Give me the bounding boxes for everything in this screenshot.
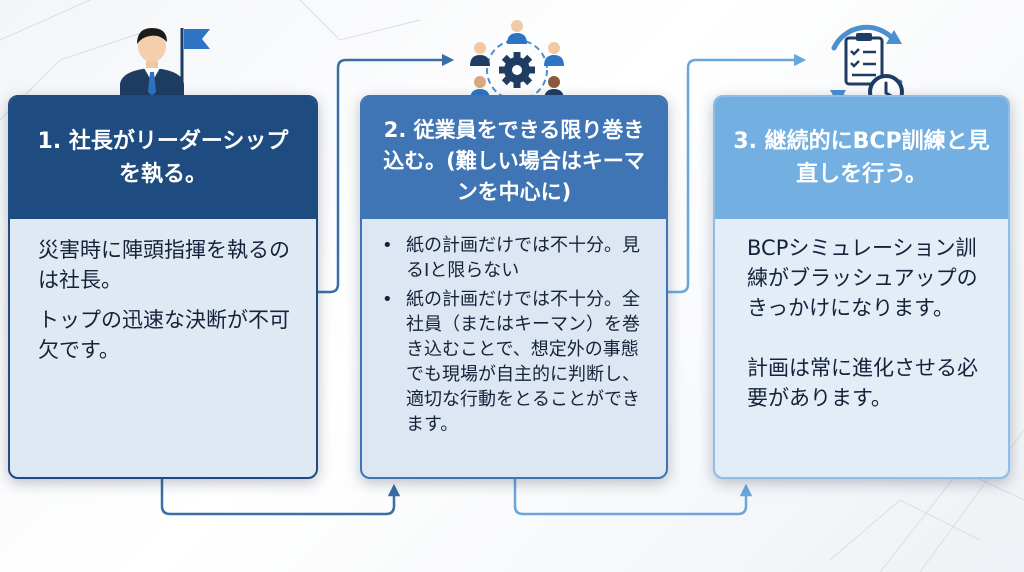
connector-2-top [668,53,807,294]
step-2-body: 紙の計画だけでは不十分。見るIと限らない 紙の計画だけでは不十分。全社員（または… [362,219,666,477]
connector-1-top [318,53,455,294]
step-2-title: 2. 従業員をできる限り巻き込む。(難しい場合はキーマンを中心に) [362,97,666,219]
step-1-title: 1. 社長がリーダーシップを執る。 [10,97,316,219]
step-1-paragraph-2: トップの迅速な決断が不可欠です。 [38,308,290,362]
ceo-with-flag-icon [120,28,210,98]
step-3-title: 3. 継続的にBCP訓練と見直しを行う。 [715,97,1008,219]
step-2-bullet-list: 紙の計画だけでは不十分。見るIと限らない 紙の計画だけでは不十分。全社員（または… [376,233,652,437]
step-card-1: 1. 社長がリーダーシップを執る。 災害時に陣頭指揮を執るのは社長。 トップの迅… [8,95,318,479]
step-3-paragraph-2: 計画は常に進化させる必要があります。 [747,356,978,410]
step-card-3: 3. 継続的にBCP訓練と見直しを行う。 BCPシミュレーション訓練がブラッシュ… [713,95,1010,479]
step-3-paragraph-1: BCPシミュレーション訓練がブラッシュアップのきっかけになります。 [747,236,978,320]
step-card-2: 2. 従業員をできる限り巻き込む。(難しい場合はキーマンを中心に) 紙の計画だけ… [360,95,668,479]
team-gear-icon [470,20,564,100]
step-2-bullet-2: 紙の計画だけでは不十分。全社員（またはキーマン）を巻き込むことで、想定外の事態で… [376,287,652,437]
connector-2-bottom [513,479,753,516]
step-3-body: BCPシミュレーション訓練がブラッシュアップのきっかけになります。 計画は常に進… [715,219,1008,477]
step-1-paragraph-1: 災害時に陣頭指揮を執るのは社長。 [38,238,290,292]
connector-1-bottom [160,479,401,516]
step-1-body: 災害時に陣頭指揮を執るのは社長。 トップの迅速な決断が不可欠です。 [10,219,316,477]
step-2-bullet-1: 紙の計画だけでは不十分。見るIと限らない [376,233,652,283]
